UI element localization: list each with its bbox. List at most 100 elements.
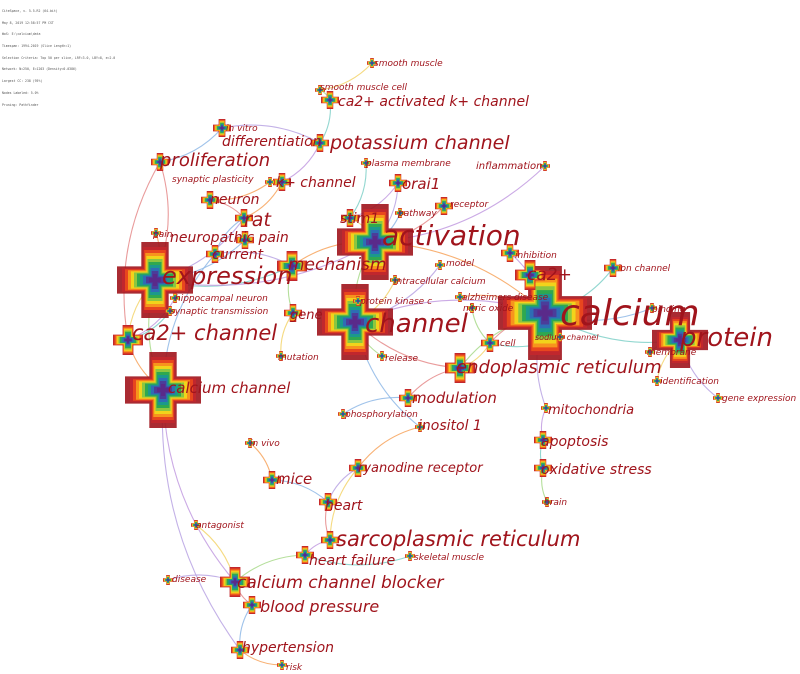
node-hippocampal-neuron [170, 293, 180, 303]
label-synaptic-plasticity: synaptic plasticity [172, 175, 254, 185]
node-ring [459, 296, 461, 298]
label-ca2: ca2+ [527, 265, 572, 285]
label-binding: binding [652, 305, 686, 315]
label-activation: activation [382, 219, 521, 252]
node-cell [481, 334, 499, 352]
meta-line: WoS: E:\calcium\data [2, 32, 41, 37]
node-ring [328, 538, 332, 542]
label-brain: brain [544, 498, 567, 508]
node-gene-expression [713, 393, 723, 403]
node-ring [167, 579, 169, 581]
node-ion-channel [604, 259, 622, 277]
node-alzheimers-disease [455, 292, 465, 302]
node-ring [649, 351, 651, 353]
label-channel: channel [365, 309, 469, 339]
meta-line: Selection Criteria: Top 50 per slice, LR… [2, 55, 116, 60]
meta-line: CiteSpace, v. 5.5.R2 (64-bit) [2, 8, 58, 13]
meta-line: Network: N=250, E=1203 (Density=0.0386) [2, 67, 77, 72]
node-ring [249, 442, 251, 444]
label-gene-expression: gene expression [722, 394, 797, 404]
node-ring [442, 204, 446, 208]
node-ring [318, 141, 322, 145]
label-release: release [385, 354, 418, 364]
node-ring [356, 466, 360, 470]
label-synaptic-transmission: synaptic transmission [170, 307, 269, 317]
labels-layer: calcium activation expression channel calciu… [132, 59, 797, 673]
node-ring [232, 579, 238, 585]
node-current [206, 245, 224, 263]
link-calcium-channel-hypertension [161, 389, 241, 651]
node-ring [269, 181, 271, 183]
node-ring [238, 648, 242, 652]
label-pain: pain [152, 230, 173, 240]
label-potassium-channel: potassium channel [329, 132, 510, 154]
label-modulation: modulation [412, 389, 497, 407]
node-protein [652, 312, 708, 368]
label-stim1: stim1 [340, 211, 379, 227]
label-calcium-channel-blocker: calcium channel blocker [237, 573, 445, 593]
node-heart [319, 493, 337, 511]
node-identification [652, 376, 662, 386]
label-identification: identification [660, 377, 719, 387]
label-calcium-channel: calcium channel [168, 379, 291, 397]
meta-line: Largest CC: 238 (95%) [2, 79, 43, 84]
node-gene [284, 304, 302, 322]
label-alzheimers-disease: alzheimers disease [462, 293, 549, 303]
node-ring [675, 335, 685, 345]
label-sarcoplasmic-reticulum: sarcoplasmic reticulum [336, 527, 580, 551]
label-neuropathic-pain: neuropathic pain [170, 230, 289, 246]
node-pain [151, 228, 161, 238]
node-inflammation [540, 161, 550, 171]
node-model [435, 260, 445, 270]
node-ca2 [515, 260, 545, 290]
label-expression: expression [162, 262, 292, 290]
label-mice: mice [276, 470, 312, 488]
node-mice [263, 471, 281, 489]
label-disease: disease [172, 575, 207, 585]
meta-line: May 8, 2019 12:58:57 PM CST [2, 20, 54, 25]
node-smooth-muscle [367, 58, 377, 68]
node-disease [163, 575, 173, 585]
label-hypertension: hypertension [242, 640, 334, 656]
node-ring [195, 524, 197, 526]
label-nitric-oxide: nitric oxide [463, 304, 514, 314]
node-ring [348, 216, 352, 220]
node-synaptic-transmission [165, 306, 175, 316]
node-sodium-channel [555, 332, 565, 342]
label-membrane: membrane [647, 348, 697, 358]
node-ring [280, 355, 282, 357]
node-ring [270, 478, 274, 482]
node-oxidative-stress [534, 459, 552, 477]
node-ca2-channel [113, 325, 143, 355]
node-brain [542, 497, 552, 507]
node-mitochondria [541, 403, 551, 413]
node-ring [319, 89, 321, 91]
label-sodium-channel: sodium channel [535, 333, 599, 342]
node-protein-kinase-c [353, 296, 363, 306]
label-pathway: pathway [397, 209, 437, 219]
link-heart-failure-skeletal-muscle [304, 554, 411, 566]
label-calcium: calcium [560, 293, 700, 334]
node-ring [527, 272, 533, 278]
label-apoptosis: apoptosis [541, 434, 608, 450]
node-ring [220, 126, 224, 130]
node-ring [303, 553, 307, 557]
label-risk: risk [286, 663, 303, 673]
label-model: model [446, 259, 475, 269]
node-ring [242, 216, 246, 220]
label-phosphorylation: phosphorylation [344, 410, 418, 420]
node-ring [125, 337, 131, 343]
node-ring [349, 316, 361, 328]
label-ryanodine-receptor: ryanodine receptor [358, 461, 484, 476]
node-ring [281, 664, 283, 666]
label-rat: rat [244, 209, 272, 231]
node-ring [541, 438, 545, 442]
node-in-vitro [213, 119, 231, 137]
node-ring [174, 297, 176, 299]
node-membrane [645, 347, 655, 357]
node-ring [457, 365, 463, 371]
label-inflammation: inflammation [476, 161, 542, 172]
node-antagonist [191, 520, 201, 530]
label-in-vivo: in vivo [250, 439, 280, 449]
label-mitochondria: mitochondria [548, 403, 634, 418]
